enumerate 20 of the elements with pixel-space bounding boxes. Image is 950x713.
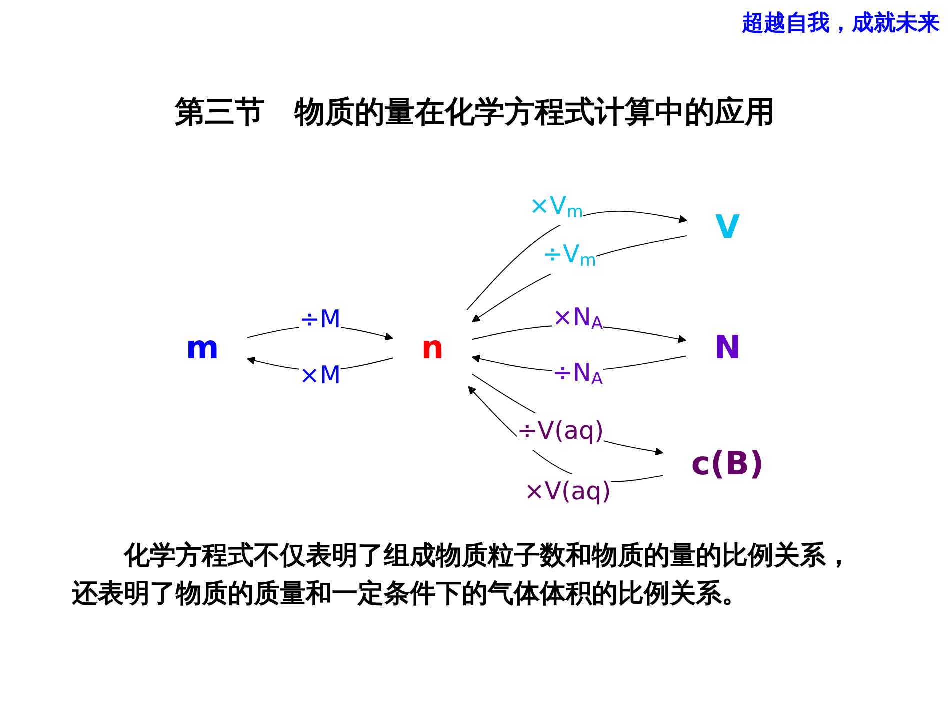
arrow <box>472 374 664 456</box>
edge-label: ÷M <box>299 306 342 335</box>
edge-label: ×M <box>299 362 342 390</box>
edge-label: ÷V(aq) <box>517 417 604 446</box>
caption-paragraph: 化学方程式不仅表明了组成物质粒子数和物质的量的比例关系，还表明了物质的质量和一定条件下的气体体积的比例关系。 <box>72 540 853 611</box>
edge-label: ×V$_{m}$ <box>529 192 584 223</box>
node-text: c(B) <box>691 446 764 484</box>
edge-label: ×V(aq) <box>524 478 612 506</box>
arrow <box>468 386 664 483</box>
arrow <box>472 236 688 323</box>
arrow <box>466 211 688 312</box>
node-text: n <box>421 330 444 368</box>
edge-label: ÷V$_{m}$ <box>542 241 596 272</box>
slide-title: 第三节 物质的量在化学方程式计算中的应用 <box>174 94 776 132</box>
slogan-text: 超越自我，成就未来 <box>742 10 940 38</box>
node-text: V <box>715 209 740 248</box>
node-text: m <box>186 330 220 368</box>
edge-label: ×N$_{A}$ <box>552 304 604 334</box>
node-text: N <box>714 330 742 368</box>
edge-label: ÷N$_{A}$ <box>552 360 604 390</box>
